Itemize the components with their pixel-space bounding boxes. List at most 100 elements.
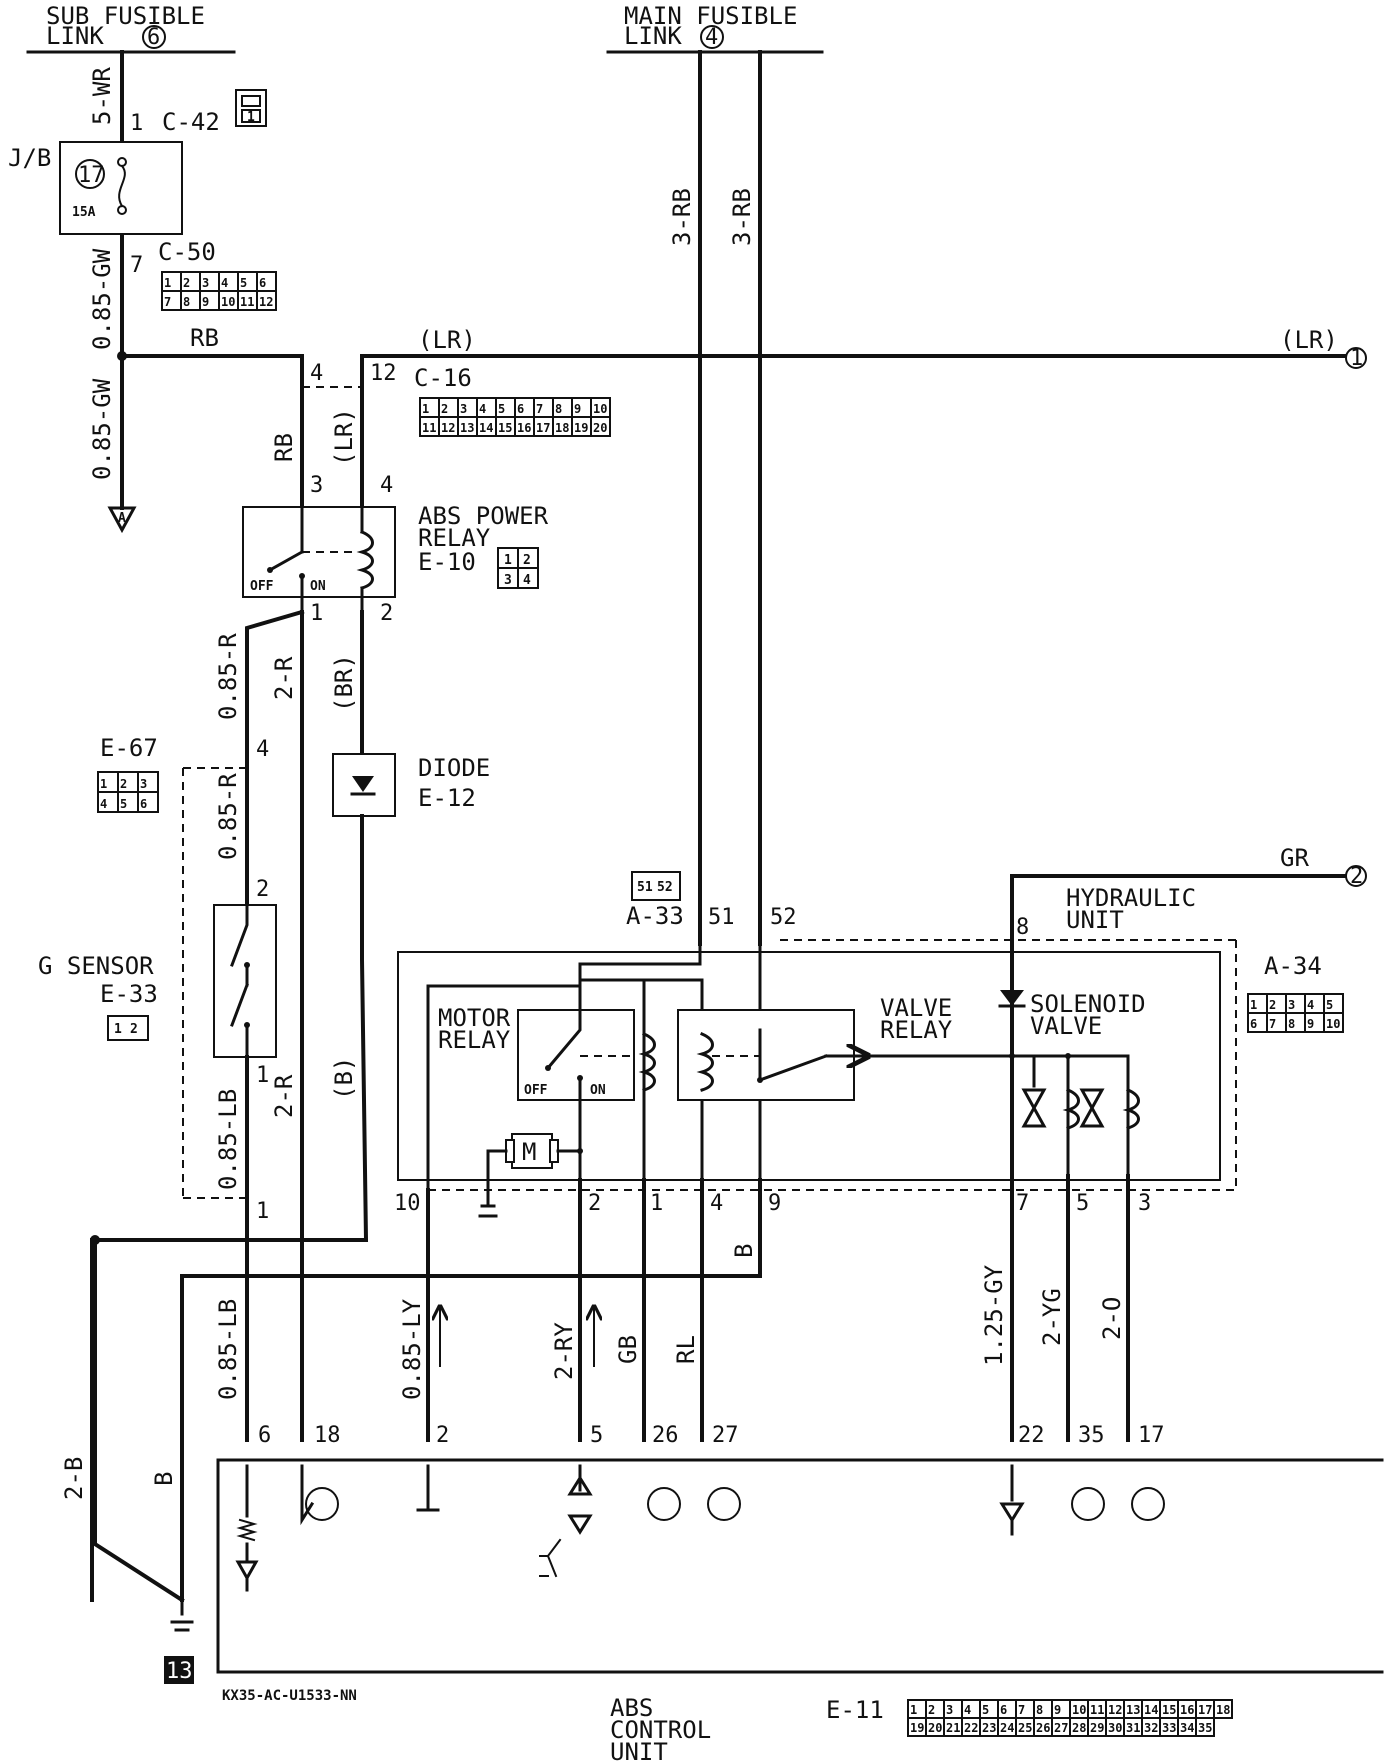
connector-cell-number: 2 [441, 402, 448, 416]
connector-cell-number: 30 [1108, 1721, 1122, 1735]
c16-pin-a: 4 [310, 361, 323, 386]
e67-pin-2: 2 [256, 877, 269, 902]
connector-cell-number: 14 [1144, 1703, 1158, 1717]
svg-text:4: 4 [523, 573, 531, 588]
connector-cell-number: 34 [1180, 1721, 1194, 1735]
e10-line1: ABS POWER [418, 502, 549, 530]
connector-cell-number: 1 [164, 276, 171, 290]
connector-cell-number: 35 [1198, 1721, 1212, 1735]
rb-horizontal: RB 0.85-GW A [88, 324, 304, 534]
e10-pin-2: 2 [380, 601, 393, 626]
connector-cell-number: 6 [1250, 1017, 1257, 1031]
c42-pin: 1 [130, 111, 143, 136]
wire-label-3-rb-a: 3-RB [668, 188, 696, 246]
connector-cell-number: 8 [183, 295, 190, 309]
wire-label-085-r-b: 0.85-R [214, 773, 242, 860]
wire-label-2-ry: 2-RY [550, 1322, 578, 1380]
e10-line2: RELAY [418, 524, 491, 552]
e67-pin-1b: 1 [256, 1199, 269, 1224]
wire-label-lr-vert: (LR) [330, 408, 358, 466]
connector-cell-number: 3 [946, 1703, 953, 1717]
ecu-pin-5: 5 [590, 1423, 603, 1448]
sub-fusible-link: SUB FUSIBLE LINK 6 [26, 2, 236, 54]
wire-label-gr: GR [1280, 844, 1309, 872]
hydraulic-unit-line2: UNIT [1066, 906, 1124, 934]
ecu-pin-22: 22 [1018, 1423, 1045, 1448]
hydraulic-unit-line1: HYDRAULIC [1066, 884, 1196, 912]
wire-label-2-yg: 2-YG [1038, 1288, 1066, 1346]
connector-cell-number: 10 [593, 402, 607, 416]
e67-pin-4: 4 [256, 737, 269, 762]
svg-text:1: 1 [114, 1022, 122, 1037]
connector-cell-number: 10 [1326, 1017, 1340, 1031]
ecu-line3: UNIT [610, 1738, 668, 1764]
ecu-pin-6: 6 [258, 1423, 271, 1448]
connector-cell-number: 11 [240, 295, 254, 309]
connector-cell-number: 9 [574, 402, 581, 416]
svg-text:52: 52 [657, 880, 673, 895]
connector-cell-number: 7 [1269, 1017, 1276, 1031]
connector-cell-number: 2 [1269, 998, 1276, 1012]
main-rb-wires: 3-RB 3-RB 51 52 A-33 51 52 [626, 50, 797, 946]
connector-cell-number: 17 [1198, 1703, 1212, 1717]
connector-cell-number: 9 [1307, 1017, 1314, 1031]
connector-cell-number: 3 [460, 402, 467, 416]
motor-relay-line1: MOTOR [438, 1004, 511, 1032]
main-fusible-link-line2: LINK [624, 22, 682, 50]
wire-label-rb-top: RB [190, 324, 219, 352]
connector-cell-number: 5 [498, 402, 505, 416]
wire-label-b-gnd: B [150, 1472, 178, 1486]
wire-label-lr-top: (LR) [418, 326, 476, 354]
motor-symbol: M [522, 1138, 536, 1166]
wire-label-rb-vert: RB [270, 433, 298, 462]
hu-pin-9: 9 [768, 1191, 781, 1216]
ecu-pin-27: 27 [712, 1423, 739, 1448]
connector-cell-number: 31 [1126, 1721, 1140, 1735]
connector-cell-number: 5 [240, 276, 247, 290]
connector-cell-number: 2 [120, 777, 127, 791]
e10-pin-4: 4 [380, 473, 393, 498]
ecu-pin-35: 35 [1078, 1423, 1105, 1448]
connector-cell-number: 2 [928, 1703, 935, 1717]
connector-cell-number: 8 [1288, 1017, 1295, 1031]
ecu-pin-2: 2 [436, 1423, 449, 1448]
connector-cell-number: 20 [593, 421, 607, 435]
connector-cell-number: 1 [910, 1703, 917, 1717]
wire-label-2-r-a: 2-R [270, 656, 298, 700]
connector-cell-number: 5 [982, 1703, 989, 1717]
c50-name: C-50 [158, 238, 216, 266]
ecu-transistor-26 [647, 1487, 681, 1521]
connector-cell-number: 15 [498, 421, 512, 435]
connector-cell-number: 4 [100, 797, 107, 811]
a33-name: A-33 [626, 902, 684, 930]
c16-name: C-16 [414, 364, 472, 392]
e11-name: E-11 [826, 1696, 884, 1724]
ecu-transistor-27 [707, 1487, 741, 1521]
wire-label-125-gy: 1.25-GY [980, 1264, 1008, 1366]
junction-block: J/B 17 15A [8, 141, 183, 235]
ecu-transistor-18 [300, 1464, 339, 1526]
connector-cell-number: 11 [1090, 1703, 1104, 1717]
e10-pin-3: 3 [310, 473, 323, 498]
connector-cell-number: 23 [982, 1721, 996, 1735]
motor-relay-line2: RELAY [438, 1026, 511, 1054]
wire-label-085-ly: 0.85-LY [398, 1298, 426, 1400]
wire-label-lr-right: (LR) [1280, 326, 1338, 354]
connector-cell-number: 6 [259, 276, 266, 290]
a33-connector-icon: 51 52 [631, 871, 681, 901]
connector-cell-number: 16 [1180, 1703, 1194, 1717]
c50-pin: 7 [130, 253, 143, 278]
offpage-ref-2: 2 [1350, 864, 1363, 889]
ecu-line2: CONTROL [610, 1716, 711, 1744]
c42-name: C-42 [162, 108, 220, 136]
solenoid-line2: VALVE [1030, 1012, 1102, 1040]
pump-motor: M [480, 1133, 583, 1208]
